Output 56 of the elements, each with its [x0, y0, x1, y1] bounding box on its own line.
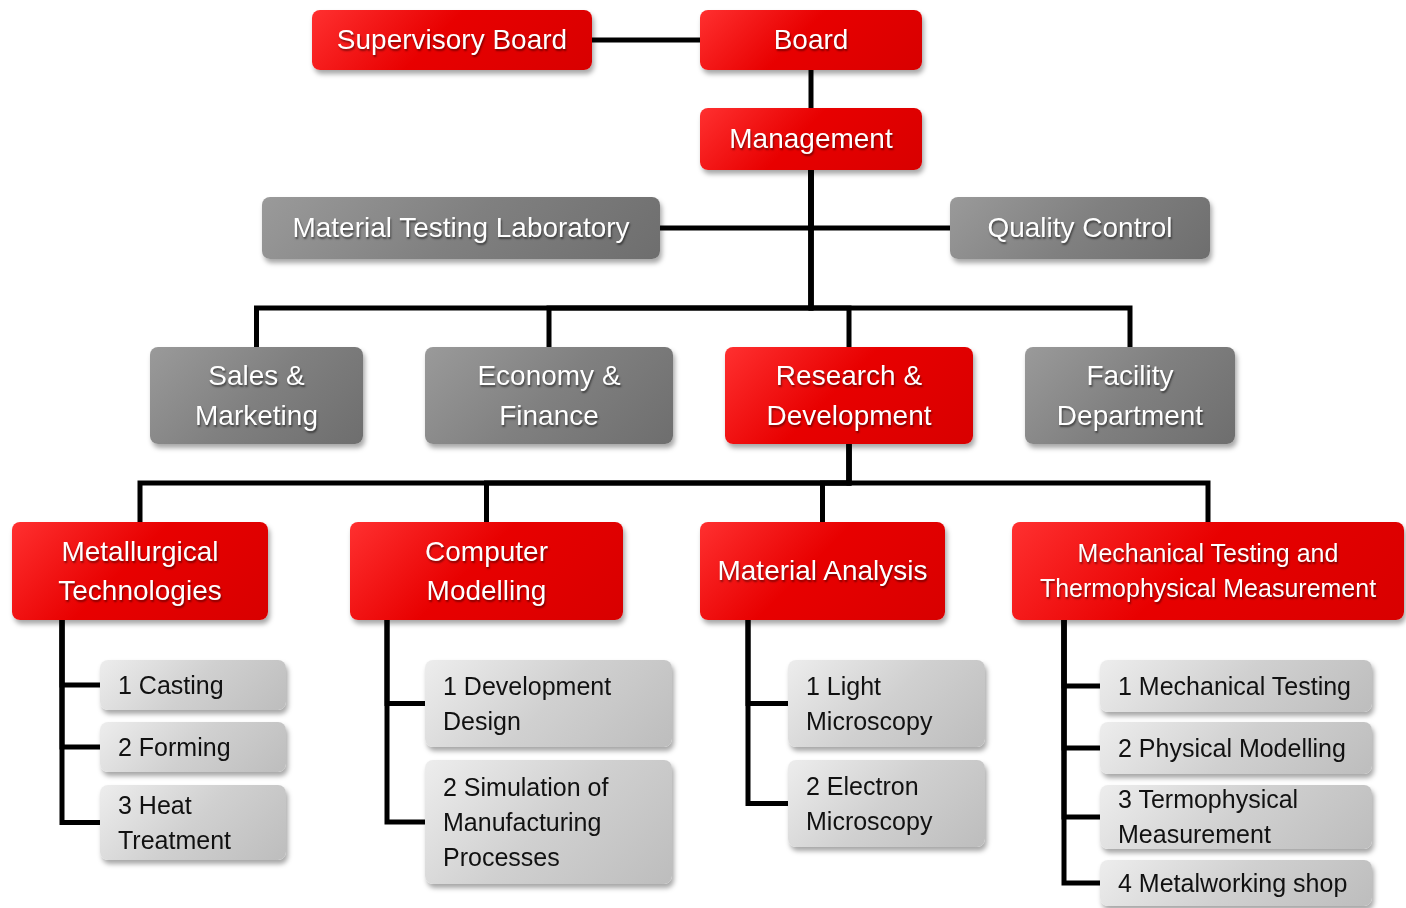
box-label: Research & Development [765, 359, 933, 433]
department-box [312, 10, 592, 70]
unit-box [788, 660, 985, 747]
department-box [700, 108, 922, 170]
department-box [12, 522, 268, 620]
unit-box [788, 760, 985, 847]
unit-box [425, 660, 672, 747]
box-label: Supervisory Board [336, 23, 568, 58]
box-label: 1 Mechanical Testing [1118, 670, 1351, 702]
unit-box [1100, 785, 1372, 849]
unit-box [100, 785, 286, 860]
department-box [1012, 522, 1404, 620]
unit-box [1100, 860, 1372, 906]
connector-line [846, 444, 1211, 522]
box-label: Facility Department [1055, 359, 1205, 433]
box-label: Sales & Marketing [194, 359, 319, 433]
box-label: 2 Electron Microscopy [806, 770, 934, 837]
connector-line [59, 620, 100, 825]
box-label: Metallurgical Technologies [57, 534, 223, 608]
unit-box [100, 722, 286, 772]
box-label: Board [773, 23, 849, 58]
box-label: 2 Forming [118, 731, 231, 763]
box-label: Material Analysis [717, 554, 928, 589]
connector-line [384, 620, 425, 825]
box-label: 2 Simulation of Manufacturing Processes [443, 771, 610, 873]
department-box [725, 347, 973, 444]
box-label: 3 Termophysical Measurement [1118, 784, 1300, 850]
box-label: 1 Light Microscopy [806, 670, 934, 737]
box-label: 3 Heat Treatment [118, 789, 232, 856]
box-label: Material Testing Laboratory [292, 211, 630, 246]
department-box [1025, 347, 1235, 444]
box-label: 1 Development Design [443, 670, 613, 737]
connector-line [745, 620, 788, 806]
connector-line [808, 70, 814, 108]
department-box [700, 522, 945, 620]
unit-box [1100, 660, 1372, 712]
unit-box [100, 660, 286, 710]
connector-line [1061, 620, 1100, 886]
connector-line [592, 37, 700, 43]
unit-box [425, 760, 672, 884]
department-box [262, 197, 660, 259]
department-box [425, 347, 673, 444]
box-label: Management [729, 122, 893, 157]
box-label: 4 Metalworking shop [1118, 867, 1348, 899]
box-label: Computer Modelling [424, 534, 549, 608]
unit-box [1100, 722, 1372, 774]
box-label: Economy & Finance [476, 359, 622, 433]
connector-line [808, 170, 1133, 347]
department-box [150, 347, 363, 444]
department-box [700, 10, 922, 70]
box-label: Mechanical Testing and Thermophysical Measurement [1038, 538, 1378, 604]
department-box [950, 197, 1210, 259]
department-box [350, 522, 623, 620]
box-label: 2 Physical Modelling [1118, 732, 1346, 764]
box-label: Quality Control [987, 211, 1173, 246]
box-label: 1 Casting [118, 669, 224, 701]
